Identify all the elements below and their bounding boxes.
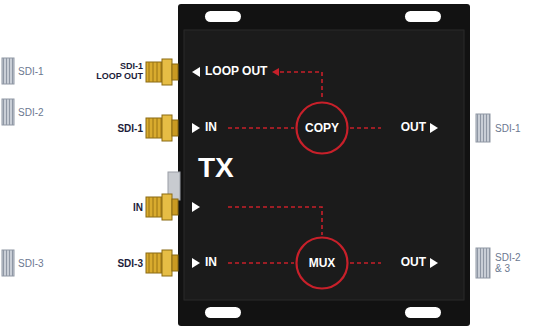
bnc-ridge (149, 197, 150, 217)
function-label: MUX (309, 257, 336, 269)
signal-path (228, 72, 381, 263)
mounting-slot (205, 307, 241, 318)
bnc-ridge (157, 118, 158, 138)
port-arrow (192, 202, 200, 212)
bnc-ridge (153, 118, 154, 138)
cable-label: SDI-2 & 3 (495, 252, 526, 274)
mounting-slot (405, 307, 441, 318)
bnc-ridge (153, 62, 154, 82)
cable-plug (476, 114, 490, 142)
cable-label: SDI-2 (18, 107, 44, 118)
bnc-nut (162, 250, 172, 276)
bnc-nut (162, 194, 172, 220)
bnc-ridge (149, 253, 150, 273)
bnc-ridge (157, 253, 158, 273)
bnc-ridge (161, 197, 162, 217)
bnc-barrel (146, 253, 162, 273)
port-arrow (192, 123, 200, 133)
function-label: COPY (305, 122, 339, 134)
bnc-base (172, 120, 178, 136)
cable-plug (2, 58, 14, 84)
bnc-ridge (161, 62, 162, 82)
cable-label: SDI-1 (495, 123, 521, 134)
bnc-ridge (157, 62, 158, 82)
port-name: OUT (401, 121, 426, 134)
bnc-ridge (161, 253, 162, 273)
bnc-barrel (146, 197, 162, 217)
port-label: SDI-3 (117, 258, 143, 269)
transmitter-housing: TX COPY MUX (178, 4, 470, 326)
port-name: IN (205, 256, 217, 269)
bnc-connectors (146, 59, 178, 276)
bnc-nut (162, 59, 172, 85)
bnc-base (172, 255, 178, 271)
port-label: SDI-1 LOOP OUT (94, 62, 143, 82)
port-arrow (430, 123, 438, 133)
cable-label: SDI-1 (18, 66, 44, 77)
bnc-ridge (157, 197, 158, 217)
mux-circle: MUX (295, 236, 349, 290)
housing (178, 4, 470, 326)
port-arrow (192, 258, 200, 268)
bnc-ridge (161, 118, 162, 138)
device-name: TX (198, 154, 234, 182)
bnc-ridge (149, 62, 150, 82)
bnc-barrel (146, 118, 162, 138)
mounting-slot (405, 11, 441, 22)
bnc-base (172, 199, 178, 215)
port-name: LOOP OUT (205, 65, 267, 78)
bnc-ridge (153, 253, 154, 273)
port-arrow (430, 258, 438, 268)
bnc-ridge (149, 118, 150, 138)
port-label: IN (133, 202, 143, 213)
copy-circle: COPY (295, 101, 349, 155)
bnc-base (172, 64, 178, 80)
port-name: IN (205, 121, 217, 134)
cable-plug (2, 99, 14, 125)
port-name: OUT (401, 256, 426, 269)
bnc-barrel (146, 62, 162, 82)
cable-label: SDI-3 (18, 258, 44, 269)
cable-plug (476, 248, 490, 278)
bnc-nut (162, 115, 172, 141)
cable-plug (2, 250, 14, 276)
housing-panel (184, 30, 464, 300)
bnc-ridge (153, 197, 154, 217)
port-arrow (192, 67, 200, 77)
signal-arrowhead (272, 68, 279, 76)
mounting-slot (205, 11, 241, 22)
port-label: SDI-1 (117, 123, 143, 134)
